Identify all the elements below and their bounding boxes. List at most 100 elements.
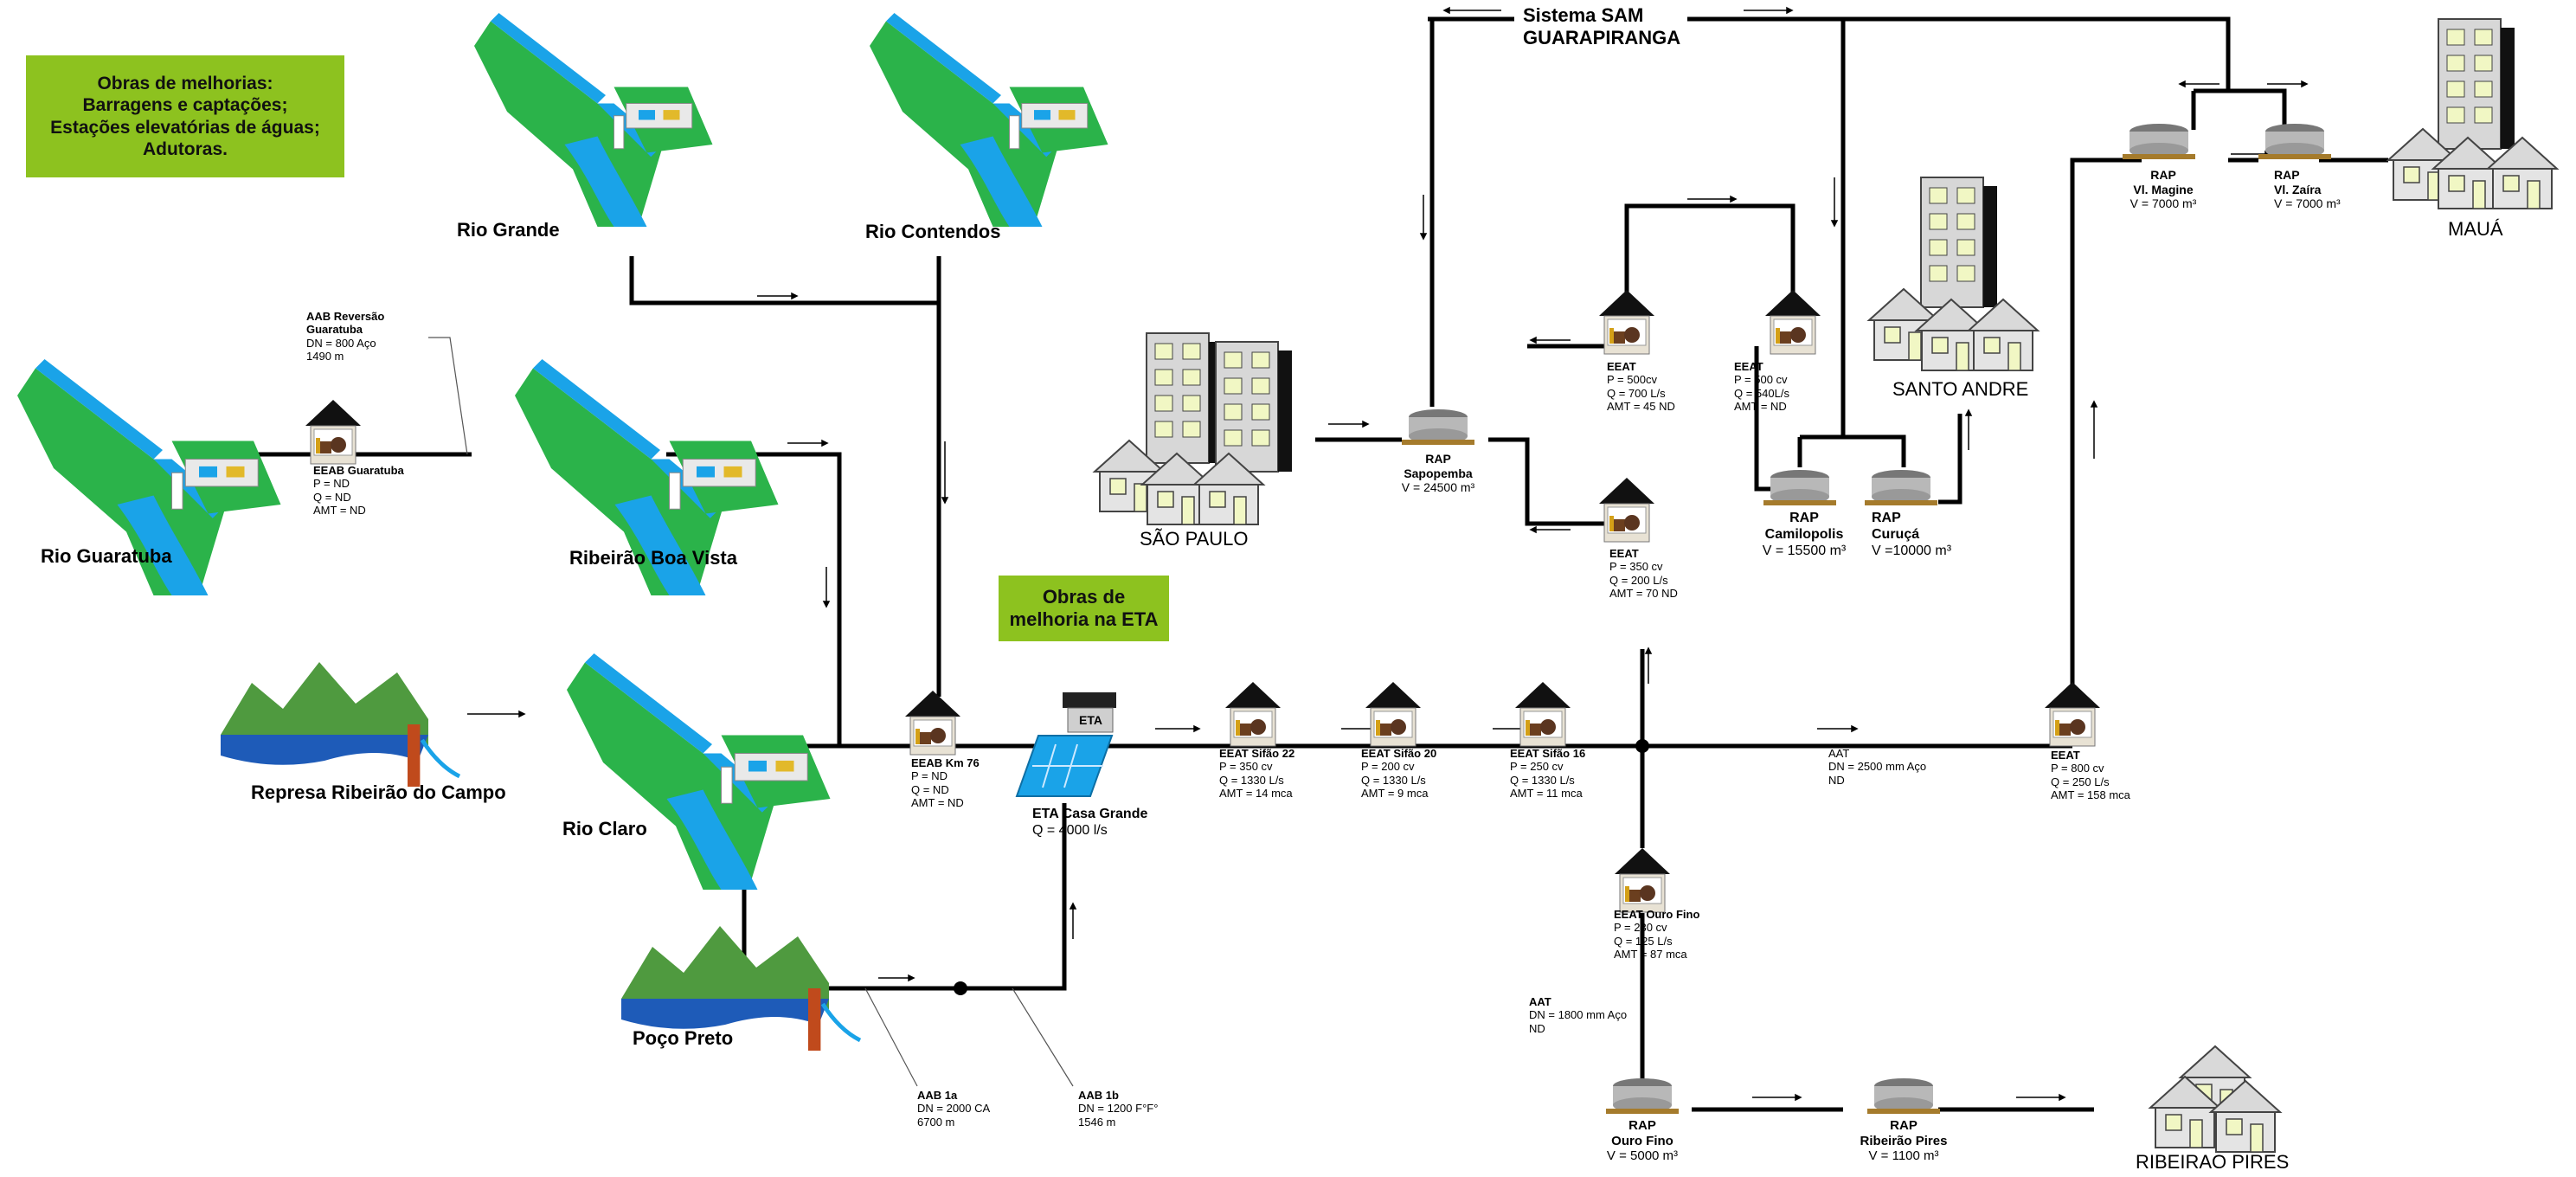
station-spec: AMT = 45 ND [1607,399,1675,413]
station-spec: Q = 1330 L/s [1219,773,1284,787]
tank-vl-zaira [2258,124,2331,159]
legend-line: Obras de [1042,585,1126,608]
pipe-spec: 6700 m [917,1115,955,1129]
station-name: AAB Reversão [306,310,385,323]
reservoir-volume: V = 5000 m³ [1606,1148,1679,1164]
station-spec: AMT = ND [1734,399,1787,413]
station-name: EEAB Guaratuba [313,464,404,477]
label-eeat-350: EEAT P = 350 cv Q = 200 L/s AMT = 70 ND [1609,547,1678,600]
pipe-spec: DN = 2500 mm Aço [1828,760,1927,774]
tank-vl-magine [2123,124,2195,159]
legend-line: Adutoras. [142,138,228,159]
station-name: EEAT [1609,547,1639,560]
station-name: EEAT Ouro Fino [1614,908,1700,921]
pipe-network [208,16,2388,1112]
station-spec: AMT = 14 mca [1219,786,1293,800]
reservoir-volume: V = 24500 m³ [1401,480,1475,495]
label-sifao-20: EEAT Sifão 20 P = 200 cv Q = 1330 L/s AM… [1361,747,1436,800]
pipe-spec: DN = 2000 CA [917,1102,991,1116]
label-eeat-500b: EEAT P = 500 cv Q = 540L/s AMT = ND [1734,360,1789,413]
junction-dots [954,739,1649,995]
leader-lines [428,337,1074,1087]
pump-station-sifao-16 [1514,681,1571,747]
label-ouro-fino-station: EEAT Ouro Fino P = 230 cv Q = 125 L/s AM… [1614,908,1699,961]
station-spec: P = 500 cv [1734,373,1788,387]
label-rio-claro: Rio Claro [562,818,647,839]
label-sao-paulo: SÃO PAULO [1140,528,1249,550]
reservoir-name: RAP [2274,168,2300,182]
station-spec: Q = 1330 L/s [1510,773,1575,787]
label-aab-reversao: AAB Reversão Guaratuba DN = 800 Aço 1490… [306,310,384,363]
station-spec: P = 250 cv [1510,760,1564,774]
label-aab-1b: AAB 1b DN = 1200 F°F° 1546 m [1078,1089,1158,1129]
label-eeab-km76: EEAB Km 76 P = ND Q = ND AMT = ND [911,756,980,809]
station-spec: AMT = 70 ND [1609,586,1678,600]
label-sistema-guarapiranga: Sistema SAM GUARAPIRANGA [1523,4,1680,49]
pump-station-eeat-800 [2044,681,2101,747]
reservoir-volume: V = 1100 m³ [1868,1148,1939,1164]
pipe-spec: ND [1828,773,1845,787]
reservoir-name: Camilopolis [1764,526,1844,542]
pump-station-eeat-500a [1598,289,1655,355]
station-spec: AMT = 87 mca [1614,947,1687,961]
pump-station-eeat-500b [1764,289,1821,355]
station-spec: Q = 200 L/s [1609,573,1668,587]
station-spec: P = 500cv [1607,373,1657,387]
station-spec: P = 230 cv [1614,921,1667,935]
eta-plant [1015,692,1116,797]
station-spec: Q = 540L/s [1734,386,1789,400]
label-eeat-800: EEAT P = 800 cv Q = 250 L/s AMT = 158 mc… [2051,749,2130,801]
dam-rio-claro [566,653,832,891]
reservoir-name: Curuçá [1872,526,1920,542]
station-spec: AMT = ND [911,795,964,809]
pipe-spec: ND [1529,1021,1545,1035]
label-sifao-16: EEAT Sifão 16 P = 250 cv Q = 1330 L/s AM… [1510,747,1585,800]
station-spec: 1490 m [306,349,344,363]
legend-box-eta: Obras de melhoria na ETA [999,576,1169,641]
reservoir-name: RAP [1789,511,1819,525]
station-name: EEAT Sifão 16 [1510,747,1586,760]
station-spec: Q = 700 L/s [1607,386,1666,400]
reservoir-name: RAP [1872,511,1901,525]
city-ribeirao-pires-graphic [2149,1045,2281,1153]
label-rio-contendos: Rio Contendos [865,221,1001,242]
label-rap-ouro-fino: RAP Ouro Fino V = 5000 m³ [1599,1118,1686,1164]
reservoir-name: Sapopemba [1404,466,1473,480]
station-spec: AMT = 158 mca [2051,788,2130,801]
label-aat-2500: AAT DN = 2500 mm Aço ND [1828,747,1926,787]
pipe-name: AAB 1a [917,1089,958,1102]
reservoir-name: Ouro Fino [1611,1133,1673,1148]
dam-rio-grande [473,12,713,228]
tank-camilopolis [1763,470,1836,505]
legend-line: Barragens e captações; [82,95,288,116]
label-rap-curuca: RAP Curuçá V =10000 m³ [1872,511,1951,560]
station-spec: P = ND [313,477,350,491]
reservoir-name: RAP [1628,1118,1656,1133]
station-name: EEAT [1734,360,1763,373]
pump-station-eeat-350 [1598,477,1655,543]
pump-station-sifao-22 [1224,681,1282,747]
reservoir-name: RAP [1890,1118,1918,1133]
pipe-name: AAT [1529,995,1551,1008]
reservoir-name: RAP [2150,168,2176,182]
station-name: Guaratuba [306,323,363,337]
pump-station-sifao-20 [1365,681,1422,747]
reservoir-name: Vl. Zaíra [2274,182,2322,196]
legend-line: Estações elevatórias de águas; [50,117,320,138]
label-poco-preto: Poço Preto [633,1027,734,1049]
tank-ribeirao-pires [1867,1078,1940,1114]
flow-arrows [467,6,2309,1102]
station-spec: Q = ND [313,490,351,504]
label-represa-ribeirao-campo: Represa Ribeirão do Campo [251,781,506,803]
pipe-spec: 1546 m [1078,1115,1116,1129]
label-aat-1800: AAT DN = 1800 mm Aço ND [1529,995,1627,1035]
tank-curuca [1865,470,1937,505]
label-maua: MAUÁ [2448,218,2503,240]
tank-sapopemba [1402,409,1474,445]
label-ribeirao-boa-vista: Ribeirão Boa Vista [569,547,737,569]
system-line: GUARAPIRANGA [1523,26,1681,48]
label-rap-sapopemba: RAP Sapopemba V = 24500 m³ [1395,452,1481,495]
station-spec: AMT = ND [313,503,366,517]
